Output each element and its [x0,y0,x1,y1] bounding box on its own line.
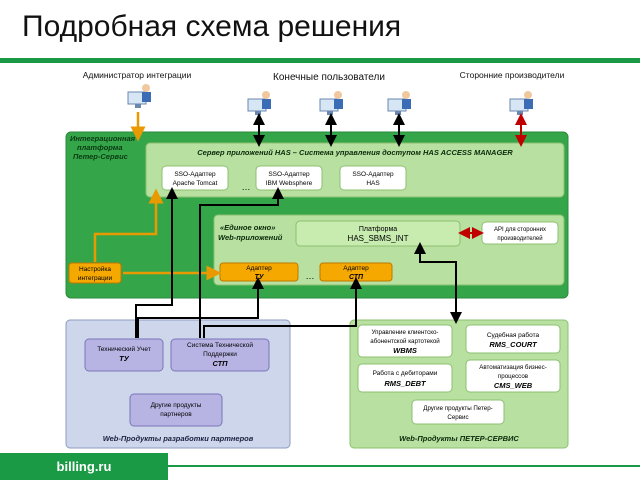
partner-stp-line2: Поддержки [203,351,237,358]
web-window-line2: Web-приложений [218,233,283,242]
cms-box [465,359,561,393]
sso-adapter-has [339,165,407,191]
api-line2: производителей [497,235,542,242]
sbms-peter-link [414,242,462,324]
settings-line1: Настройка [79,265,111,273]
adapter-stp-line1: Адаптер [343,265,369,272]
wbms-line3: WBMS [393,346,417,355]
partner-stp-box [170,338,270,372]
platform-label-1: Интеграционная [70,134,136,143]
partner-tu-line2: ТУ [119,354,130,363]
court-box [465,324,561,354]
sso-adapter-websphere [255,165,323,191]
partner-other-line1: Другие продукты [151,402,202,409]
third-party-user-icon [509,91,533,115]
court-line1: Судебная работа [487,331,540,339]
adapter-stp-link [203,277,362,338]
peter-other-line1: Другие продукты Петер- [423,405,493,412]
actor-admin-label: Администратор интеграции [83,70,192,80]
partner-stp-line3: СТП [212,359,228,368]
sso-websphere-line1: SSO-Адаптер [268,171,310,178]
sso-tomcat-line2: Apache Tomcat [173,180,218,187]
adapter-tu-line2: ТУ [254,274,264,281]
footer-brand[interactable]: billing.ru [56,459,112,474]
settings-orange-link [93,188,164,262]
partner-other-box [129,393,223,427]
has-server-title: Сервер приложений HAS – Система управлен… [197,148,513,157]
api-line1: API для сторонних [494,227,546,233]
admin-user-icon [127,84,151,108]
sbms-line2: HAS_SBMS_INT [348,234,409,243]
cms-line1: Автоматизация бизнес- [479,364,547,371]
footer-band [0,453,168,480]
footer-rule [168,465,640,467]
court-line2: RMS_COURT [489,340,538,349]
partner-tu-line1: Технический Учет [97,345,151,353]
sbms-line1: Платформа [359,226,397,233]
cms-line3: CMS_WEB [494,381,533,390]
peter-other-box [411,399,505,425]
sso-websphere-line2: IBM Websphere [266,180,313,187]
adapter-tu-line1: Адаптер [246,265,272,272]
adapter-stp-line2: СТП [349,274,364,281]
end-user-icon-2 [319,91,343,115]
wbms-box [357,324,453,358]
peter-panel-caption: Web-Продукты ПЕТЕР-СЕРВИС [399,434,519,443]
web-window-line1: «Единое окно» [220,223,275,232]
platform-label-3: Петер-Сервис [73,152,129,161]
partner-other-line2: партнеров [160,411,192,418]
slide-title: Подробная схема решения [22,10,402,43]
actor-third-party-label: Сторонние производители [460,70,565,80]
peter-other-line2: Сервис [447,414,468,421]
sso-ellipsis: … [242,182,251,192]
actor-end-users-label: Конечные пользователи [273,72,385,83]
debt-line1: Работа с дебиторами [373,369,438,377]
partner-tu-box [84,338,164,372]
sso-has-line2: HAS [366,180,380,187]
sso-has-line1: SSO-Адаптер [352,171,394,178]
adapter-tu-link [137,277,264,338]
partner-stp-line1: Система Технической [187,341,253,349]
end-user-icon-3 [387,91,411,115]
platform-label-2: платформа [77,143,123,152]
cms-line2: процессов [498,373,529,380]
sso-adapter-tomcat [161,165,229,191]
sso-tomcat-line1: SSO-Адаптер [174,171,216,178]
wbms-line1: Управление клиентско- [372,329,439,336]
title-rule [0,58,640,63]
tu-sso-link [135,187,178,338]
debt-line2: RMS_DEBT [384,379,427,388]
integration-settings-box [68,262,122,284]
debt-box [357,363,453,393]
partner-panel-caption: Web-Продукты разработки партнеров [103,434,254,443]
wbms-line2: абонентской картотекой [370,338,440,345]
adapter-ellipsis: … [306,271,315,281]
settings-line2: интеграции [78,275,113,282]
end-user-icon-1 [247,91,271,115]
stp-sso-link [199,187,284,338]
